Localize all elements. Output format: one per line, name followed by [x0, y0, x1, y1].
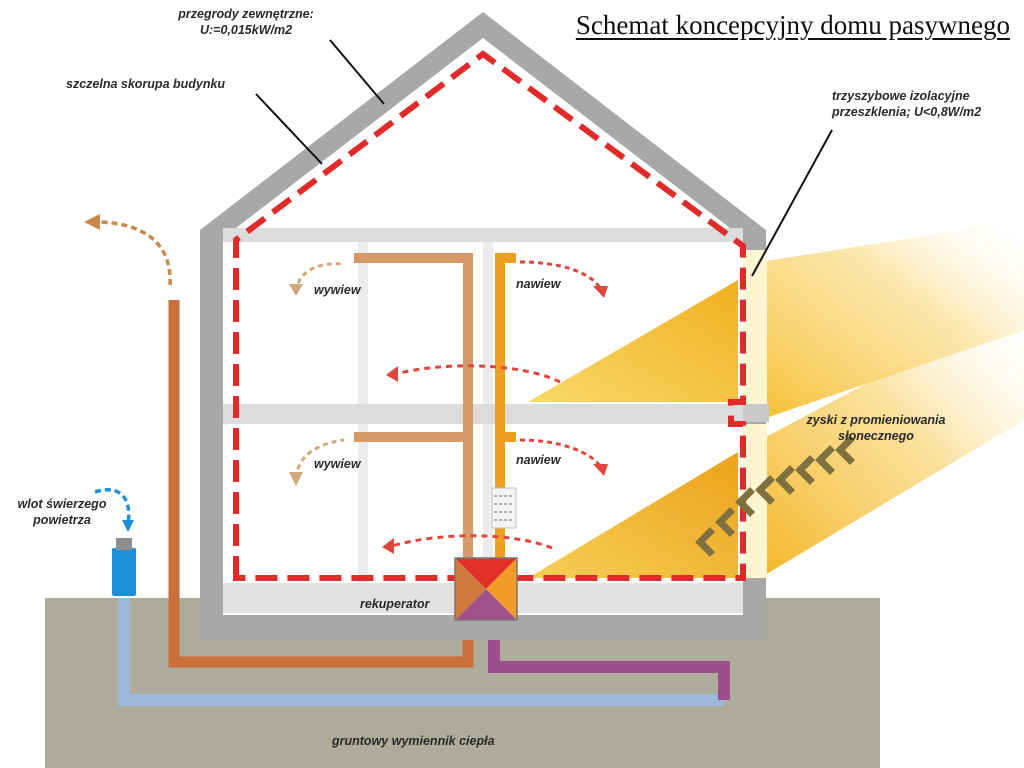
leader-line-przegrody [329, 39, 385, 105]
nawiew-arrowhead [593, 464, 608, 476]
exhaust-air-arrow-icon [99, 220, 172, 286]
partition-wall [358, 424, 368, 583]
label-zyski-line2: słonecznego [838, 429, 914, 443]
triple-glazing [743, 250, 767, 410]
exhaust-air-arrowhead [84, 214, 100, 230]
label-przegrody: przegrody zewnętrzne: U:=0,015kW/m2 [156, 6, 336, 38]
page-title: Schemat koncepcyjny domu pasywnego [575, 10, 1010, 40]
air-intake-icon [112, 538, 136, 596]
nawiew-arrow-icon [519, 438, 602, 467]
sunlight-beam-upper [760, 220, 1024, 420]
intake-air-arrowhead [122, 520, 134, 532]
label-rekuperator: rekuperator [360, 597, 430, 611]
label-skorupa: szczelna skorupa budynku [66, 77, 226, 91]
room-airflow-arrow-icon [391, 534, 553, 550]
intake-duct [118, 598, 724, 706]
wywiew-arrowhead [289, 284, 303, 296]
label-zyski-line1: zyski z promieniowania [806, 413, 946, 427]
wywiew-arrow-icon [294, 438, 345, 479]
label-szyby-line2: przeszklenia; U<0,8W/m2 [832, 105, 982, 119]
sunlight-beam-lower [760, 300, 1024, 578]
sun-chevron-icon [695, 435, 855, 557]
partition-wall [483, 242, 493, 404]
label-przegrody-line1: przegrody zewnętrzne: [178, 7, 314, 21]
nawiew-arrowhead [593, 286, 608, 298]
room-sunlight-lower [528, 452, 738, 578]
floor-edge [743, 404, 769, 422]
label-nawiew-upper: nawiew [516, 277, 561, 291]
room-airflow-arrowhead [382, 538, 394, 554]
label-szyby: trzyszybowe izolacyjne przeszklenia; U<0… [832, 88, 981, 120]
wywiew-arrowhead [289, 472, 303, 486]
exhaust-duct-outlet [168, 300, 474, 668]
room-sunlight-upper [528, 280, 738, 402]
label-wlot-line1: wlot świerzego [17, 497, 107, 511]
label-wywiew-lower: wywiew [314, 457, 361, 471]
triple-glazing [743, 424, 767, 578]
wywiew-arrow-icon [294, 262, 345, 293]
label-gruntowy: gruntowy wymiennik ciepła [332, 734, 495, 748]
silencer [491, 487, 517, 529]
room-airflow-arrow-icon [395, 364, 561, 384]
nawiew-arrow-icon [519, 260, 602, 289]
ground-return-duct [488, 640, 730, 700]
label-przegrody-line2: U:=0,015kW/m2 [199, 23, 293, 37]
attic-slab [223, 228, 743, 242]
leader-line-skorupa [255, 93, 323, 165]
floor-slab [223, 404, 743, 424]
label-zyski: zyski z promieniowania słonecznego [786, 412, 966, 444]
supply-duct-internal [495, 253, 516, 560]
leader-line-szyby [751, 129, 833, 277]
intake-air-arrow-icon [94, 488, 131, 525]
label-szyby-line1: trzyszybowe izolacyjne [832, 89, 970, 103]
exhaust-duct-internal [354, 253, 473, 560]
label-nawiew-lower: nawiew [516, 453, 561, 467]
partition-wall [483, 424, 493, 583]
partition-wall [358, 242, 368, 404]
label-wlot-line2: powietrza [33, 513, 91, 527]
recuperator-icon [454, 557, 518, 621]
room-airflow-arrowhead [386, 366, 398, 382]
label-wlot: wlot świerzego powietrza [2, 496, 122, 528]
label-wywiew-upper: wywiew [314, 283, 361, 297]
